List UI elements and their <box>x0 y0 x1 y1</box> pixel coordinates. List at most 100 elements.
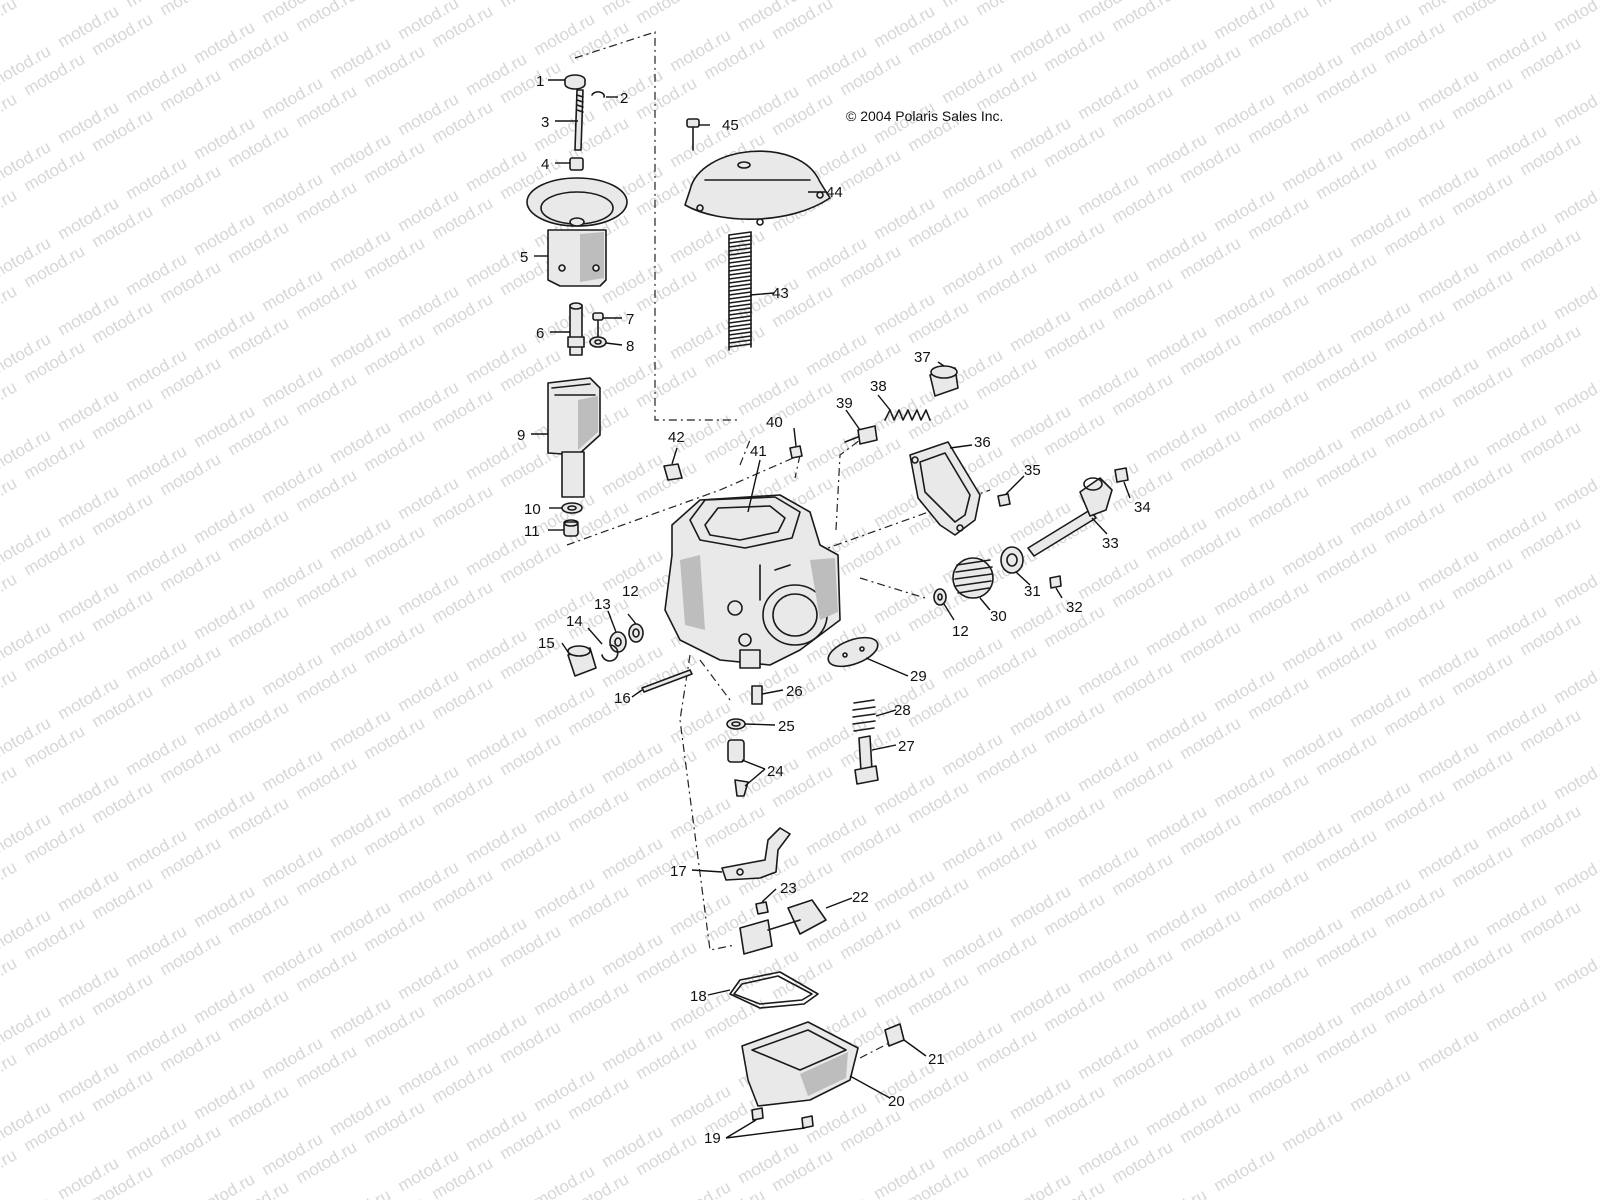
callout-7: 7 <box>626 311 634 328</box>
part-23-screw <box>755 901 769 915</box>
callout-31: 31 <box>1024 583 1041 600</box>
part-30-spring <box>952 557 994 599</box>
watermark-text: motod.ru <box>1551 0 1600 35</box>
callout-9: 9 <box>517 427 525 444</box>
watermark-text: motod.ru <box>1007 1169 1075 1200</box>
watermark-text: motod.ru <box>0 953 20 1003</box>
callout-43: 43 <box>772 285 789 302</box>
callout-11: 11 <box>524 523 540 540</box>
callout-3: 3 <box>541 114 549 131</box>
watermark-text: motod.ru <box>1551 561 1600 611</box>
watermark-text: motod.ru <box>1211 1145 1279 1195</box>
callout-24: 24 <box>767 763 784 780</box>
callout-5: 5 <box>520 249 528 266</box>
callout-45: 45 <box>722 117 739 134</box>
watermark-text: motod.ru <box>803 1193 871 1200</box>
watermark-text: motod.ru <box>837 0 905 3</box>
watermark-text: motod.ru <box>327 1185 395 1200</box>
watermark-text: motod.ru <box>667 1177 735 1200</box>
part-31-bushing <box>1000 546 1024 574</box>
watermark-text: motod.ru <box>0 569 20 619</box>
callout-6: 6 <box>536 325 544 342</box>
watermark-text: motod.ru <box>0 857 20 907</box>
watermark-text: motod.ru <box>0 665 20 715</box>
callout-12-left: 12 <box>622 583 639 600</box>
part-3-rod <box>574 89 584 151</box>
part-42-screw <box>663 463 683 481</box>
watermark-text: motod.ru <box>0 89 20 139</box>
callout-20: 20 <box>888 1093 905 1110</box>
part-8-washer <box>589 336 607 348</box>
watermark-text: motod.ru <box>0 185 20 235</box>
watermark-text: motod.ru <box>0 0 20 43</box>
watermark-text: motod.ru <box>1551 657 1600 707</box>
watermark-text: motod.ru <box>1347 1065 1415 1115</box>
part-1-nut <box>564 74 586 90</box>
watermark-text: motod.ru <box>157 0 225 19</box>
callout-44: 44 <box>826 184 843 201</box>
part-35-screw <box>997 493 1011 507</box>
part-12-washer-right <box>933 588 947 606</box>
callout-35: 35 <box>1024 462 1041 479</box>
callout-42: 42 <box>668 429 685 446</box>
watermark-text: motod.ru <box>1143 1185 1211 1200</box>
watermark-text: motod.ru <box>0 473 20 523</box>
callout-15: 15 <box>538 635 555 652</box>
callout-19: 19 <box>704 1130 721 1147</box>
callout-22: 22 <box>852 889 869 906</box>
watermark-text: motod.ru <box>1551 81 1600 131</box>
part-10-oring <box>561 502 583 514</box>
callout-21: 21 <box>928 1051 945 1068</box>
part-9-slide <box>547 377 601 498</box>
callout-10: 10 <box>524 501 541 518</box>
callout-36: 36 <box>974 434 991 451</box>
callout-26: 26 <box>786 683 803 700</box>
watermark-text: motod.ru <box>0 1193 54 1200</box>
watermark-text: motod.ru <box>1551 945 1600 995</box>
watermark-text: motod.ru <box>1279 1105 1347 1155</box>
part-32-screw <box>1049 575 1062 589</box>
part-14-clip <box>601 644 619 662</box>
watermark-text: motod.ru <box>1551 273 1600 323</box>
watermark-text: motod.ru <box>0 1049 20 1099</box>
callout-27: 27 <box>898 738 915 755</box>
callout-18: 18 <box>690 988 707 1005</box>
watermark-text: motod.ru <box>0 761 20 811</box>
callout-8: 8 <box>626 338 634 355</box>
callout-14: 14 <box>566 613 583 630</box>
callout-25: 25 <box>778 718 795 735</box>
part-26-jet <box>751 685 763 705</box>
watermark-text: motod.ru <box>21 0 89 3</box>
part-4-spacer <box>569 157 584 171</box>
copyright-text: © 2004 Polaris Sales Inc. <box>846 108 1003 124</box>
watermark-text: motod.ru <box>1551 369 1600 419</box>
callout-33: 33 <box>1102 535 1119 552</box>
callout-40: 40 <box>766 414 783 431</box>
callout-28: 28 <box>894 702 911 719</box>
watermark-text: motod.ru <box>0 281 20 331</box>
callout-16: 16 <box>614 690 631 707</box>
watermark-text: motod.ru <box>1449 0 1517 27</box>
watermark-text: motod.ru <box>1551 753 1600 803</box>
callout-38: 38 <box>870 378 887 395</box>
part-12-washer-left <box>628 623 644 643</box>
callout-39: 39 <box>836 395 853 412</box>
watermark-text: motod.ru <box>1313 0 1381 11</box>
callout-4: 4 <box>541 156 549 173</box>
part-6-needle-jet <box>567 302 585 356</box>
watermark-text: motod.ru <box>973 0 1041 19</box>
callout-2: 2 <box>620 90 628 107</box>
callout-1: 1 <box>536 73 544 90</box>
watermark-text: motod.ru <box>1551 849 1600 899</box>
callout-37: 37 <box>914 349 931 366</box>
part-34-nut <box>1114 467 1129 483</box>
callout-30: 30 <box>990 608 1007 625</box>
watermark-text: motod.ru <box>191 1169 259 1200</box>
part-41-carburetor-body <box>664 494 841 669</box>
callout-23: 23 <box>780 880 797 897</box>
callout-29: 29 <box>910 668 927 685</box>
callout-41: 41 <box>750 443 767 460</box>
watermark-text: motod.ru <box>1483 985 1551 1035</box>
part-19-screw-a <box>751 1107 764 1121</box>
